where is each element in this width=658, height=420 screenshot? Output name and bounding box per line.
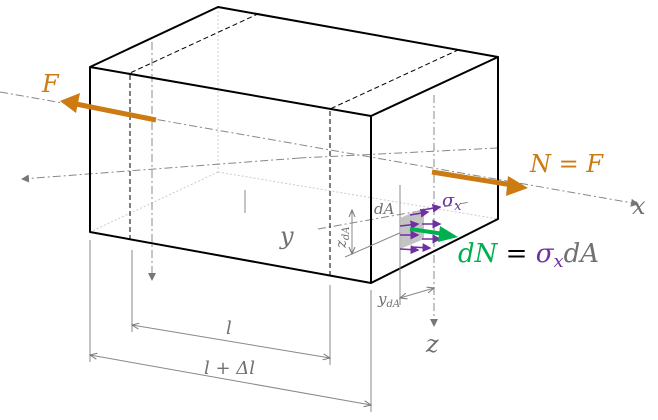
z-axis-label: z [425, 330, 439, 358]
y-axis-line [21, 157, 301, 183]
length-dimension [132, 325, 330, 358]
hidden-edges [89, 7, 499, 233]
y-da-label: ydA [377, 290, 400, 310]
dimension-lines [90, 185, 434, 412]
length-label: l [226, 318, 232, 339]
x-axis-label: x [632, 192, 646, 220]
dn-arrow [409, 226, 458, 242]
sigma-x-label: σx [442, 190, 462, 214]
y-axis-label: y [279, 222, 294, 250]
section-lines [129, 12, 459, 276]
force-left-label: F [41, 70, 60, 98]
force-arrow-left [60, 93, 157, 123]
bar-box [89, 6, 499, 284]
force-right-label: N = F [529, 150, 604, 178]
z-da-label: zdA [332, 226, 352, 249]
axes [0, 42, 639, 327]
stress-arrows [399, 203, 442, 255]
force-arrow-right [431, 169, 528, 196]
elongated-length-dimension [90, 355, 371, 405]
elongated-length-label: l + Δl [204, 358, 255, 379]
dn-equation: dN = σxdA [458, 239, 599, 272]
da-label: dA [374, 200, 395, 218]
